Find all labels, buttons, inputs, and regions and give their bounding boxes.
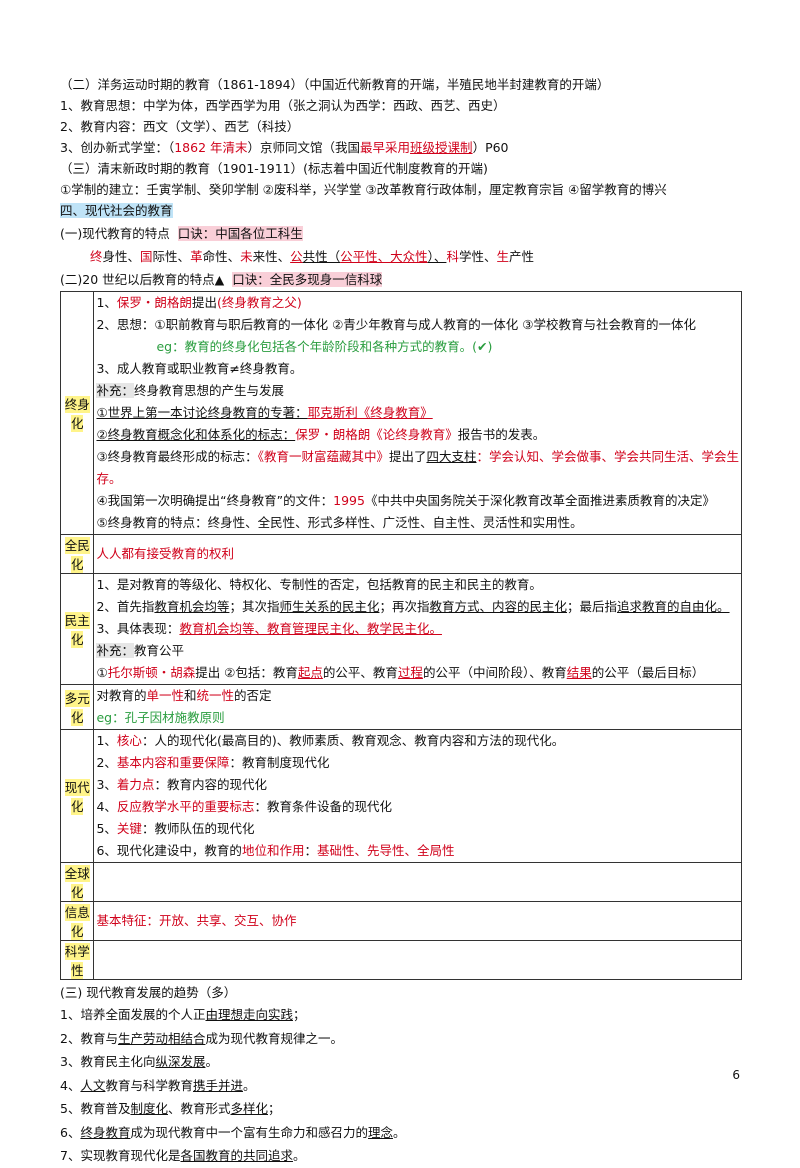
trait-key: 生 bbox=[496, 249, 509, 264]
s2-line-2: 2、教育内容：西文（文学）、西艺（科技） bbox=[60, 119, 300, 134]
s2-line-1: 1、教育思想：中学为体，西学西学为用（张之洞认为西学：西政、西艺、西史） bbox=[60, 98, 506, 113]
trend-item: 2、教育与生产劳动相结合成为现代教育规律之一。 bbox=[60, 1030, 343, 1046]
trait-rest: ）、 bbox=[427, 249, 447, 264]
row-global: 全球化 bbox=[59, 862, 742, 902]
trait-rest: 来性、 bbox=[252, 249, 291, 264]
trait-key: 终 bbox=[90, 249, 103, 264]
trait-rest: 共性（ bbox=[302, 249, 341, 264]
trait-key: 国 bbox=[140, 249, 153, 264]
label-info: 信息化 bbox=[59, 901, 95, 941]
trend-item: 3、教育民主化向纵深发展。 bbox=[60, 1054, 218, 1069]
section-2-title: （二）洋务运动时期的教育（1861-1894）（中国近代新教育的开端，半殖民地半… bbox=[60, 77, 610, 92]
trends-list: 1、培养全面发展的个人正由理想走向实践； 2、教育与生产劳动相结合成为现代教育规律… bbox=[60, 1003, 742, 1168]
trend-item: 5、教育普及制度化、教育形式多样化； bbox=[60, 1101, 281, 1116]
label-lifelong: 终身化 bbox=[59, 291, 95, 535]
modern-item: 3、着力点：教育内容的现代化 bbox=[96, 777, 267, 792]
s3-line-1: ①学制的建立：壬寅学制、癸卯学制 ②废科举，兴学堂 ③改革教育行政体制，厘定教育… bbox=[60, 182, 667, 197]
trend-item: 7、实现教育现代化是各国教育的共同追求。 bbox=[60, 1148, 306, 1163]
trend-item: 6、终身教育成为现代教育中一个富有生命力和感召力的理念。 bbox=[60, 1124, 406, 1140]
section-4-heading: 四、现代社会的教育 bbox=[60, 203, 173, 218]
row-info: 信息化 基本特征：开放、共享、交互、协作 bbox=[59, 901, 742, 941]
label-science: 科学性 bbox=[59, 940, 95, 980]
modern-item: 4、反应教学水平的重要标志：教育条件设备的现代化 bbox=[96, 799, 392, 814]
label-global: 全球化 bbox=[59, 862, 95, 902]
part-3-title: (三) 现代教育发展的趋势（多） bbox=[60, 985, 237, 1000]
trait-key: 科 bbox=[446, 249, 459, 264]
trait-key: 革 bbox=[190, 249, 203, 264]
modern-item: 2、基本内容和重要保障：教育制度现代化 bbox=[96, 755, 330, 770]
modern-item: 1、核心：人的现代化(最高目的)、教师素质、教育观念、教育内容和方法的现代化。 bbox=[96, 733, 565, 748]
s2-line-3: 3、创办新式学堂：（1862 年清末）京师同文馆（我国最早采用班级授课制）P60 bbox=[60, 140, 509, 155]
trait-rest: 身性、 bbox=[102, 249, 141, 264]
row-lifelong: 终身化 1、保罗・朗格朗提出(终身教育之父) 2、思想：①职前教育与职后教育的一… bbox=[59, 291, 742, 535]
label-diverse: 多元化 bbox=[59, 684, 95, 730]
page-number: 6 bbox=[732, 1068, 740, 1082]
section-3-title: （三）清末新政时期的教育（1901-1911）(标志着中国近代制度教育的开端) bbox=[60, 161, 488, 176]
row-democracy: 民主化 1、是对教育的等级化、特权化、专制性的否定，包括教育的民主和民主的教育。… bbox=[59, 573, 742, 685]
trait-rest: 际性、 bbox=[152, 249, 191, 264]
row-modern: 现代化 1、核心：人的现代化(最高目的)、教师素质、教育观念、教育内容和方法的现… bbox=[59, 729, 742, 863]
trend-item: 4、人文教育与科学教育携手并进。 bbox=[60, 1077, 256, 1093]
part-1-traits: 终身性、国际性、革命性、未来性、公共性（公平性、大众性）、科学性、生产性 bbox=[60, 244, 742, 269]
row-people: 全民化 人人都有接受教育的权利 bbox=[59, 534, 742, 574]
trait-rest: 产性 bbox=[508, 249, 534, 264]
trait-key: 公平性、大众性 bbox=[340, 249, 428, 264]
trait-key: 公 bbox=[290, 249, 303, 264]
features-table: 终身化 1、保罗・朗格朗提出(终身教育之父) 2、思想：①职前教育与职后教育的一… bbox=[59, 291, 742, 980]
row-science: 科学性 bbox=[59, 940, 742, 980]
trait-rest: 命性、 bbox=[202, 249, 241, 264]
row-diverse: 多元化 对教育的单一性和统一性的否定 eg：孔子因材施教原则 bbox=[59, 684, 742, 730]
page-content: （二）洋务运动时期的教育（1861-1894）（中国近代新教育的开端，半殖民地半… bbox=[59, 74, 742, 1168]
label-democracy: 民主化 bbox=[59, 573, 95, 685]
part-2-title: (二)20 世纪以后教育的特点▲ 口诀：全民多现身一信科球 bbox=[60, 272, 383, 287]
part-1-title: (一)现代教育的特点 口诀：中国各位工科生 bbox=[60, 226, 303, 241]
trait-rest: 学性、 bbox=[458, 249, 497, 264]
trend-item: 1、培养全面发展的个人正由理想走向实践； bbox=[60, 1007, 306, 1022]
label-modern: 现代化 bbox=[59, 729, 95, 863]
modern-item: 5、关键：教师队伍的现代化 bbox=[96, 821, 255, 836]
trait-key: 未 bbox=[240, 249, 253, 264]
label-people: 全民化 bbox=[59, 534, 95, 574]
